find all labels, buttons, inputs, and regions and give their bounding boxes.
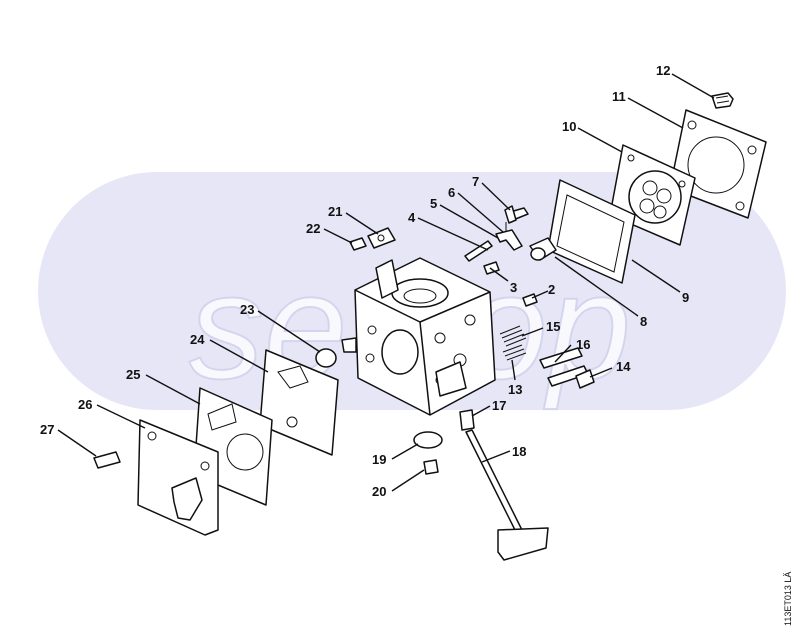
callout-7: 7 [472, 174, 479, 189]
part-24-plate [259, 349, 339, 456]
callout-27: 27 [40, 422, 54, 437]
part-22-screw [349, 237, 367, 251]
callout-18: 18 [512, 444, 526, 459]
part-6-lever [495, 222, 523, 251]
part-21-plate [367, 227, 396, 249]
callout-13: 13 [508, 382, 522, 397]
part-11-cover [669, 109, 767, 219]
part-9-gasket [547, 179, 636, 284]
part-12-plug [711, 92, 734, 109]
callout-26: 26 [78, 397, 92, 412]
callout-labels: 12 11 10 7 6 5 4 21 22 3 2 8 9 15 16 14 … [40, 63, 689, 499]
part-15-springs [499, 325, 527, 361]
callout-10: 10 [562, 119, 576, 134]
callout-3: 3 [510, 280, 517, 295]
callout-24: 24 [190, 332, 205, 347]
part-26-cover [137, 419, 219, 536]
callout-23: 23 [240, 302, 254, 317]
callout-21: 21 [328, 204, 342, 219]
callout-12: 12 [656, 63, 670, 78]
callout-11: 11 [612, 89, 626, 104]
callout-8: 8 [640, 314, 647, 329]
part-carburetor-body [341, 257, 496, 416]
callout-19: 19 [372, 452, 386, 467]
callout-16: 16 [576, 337, 590, 352]
part-23-plug [315, 348, 337, 368]
callout-4: 4 [408, 210, 416, 225]
callout-17: 17 [492, 398, 506, 413]
part-19-washer [413, 431, 443, 449]
callout-22: 22 [306, 221, 320, 236]
part-27-screw [93, 451, 121, 469]
part-17-fitting [459, 409, 475, 431]
part-18-throttle-shaft [465, 429, 549, 561]
callout-20: 20 [372, 484, 386, 499]
leader-lines [57, 73, 715, 492]
callout-2: 2 [548, 282, 555, 297]
callout-14: 14 [616, 359, 631, 374]
callout-25: 25 [126, 367, 140, 382]
callout-6: 6 [448, 185, 455, 200]
part-7-screw [504, 205, 529, 224]
callout-5: 5 [430, 196, 437, 211]
callout-9: 9 [682, 290, 689, 305]
callout-15: 15 [546, 319, 560, 334]
part-8-fitting [529, 237, 557, 261]
part-20-screw [423, 459, 439, 475]
part-16-screws [539, 347, 595, 389]
reference-code: 113ET013 LÄ [783, 571, 793, 626]
